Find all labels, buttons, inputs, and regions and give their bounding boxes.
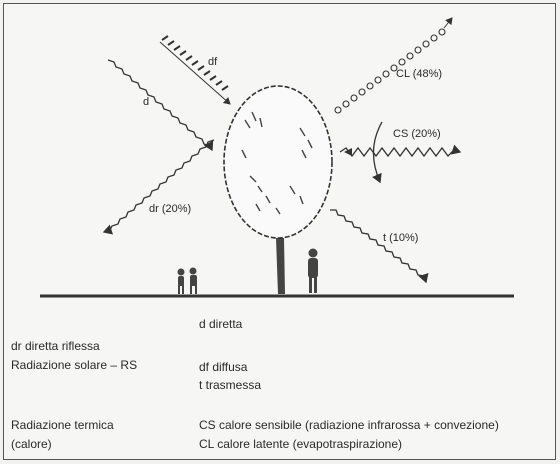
legend-t: t trasmessa bbox=[199, 378, 261, 392]
legend-rt-line2: (calore) bbox=[11, 437, 52, 451]
cs-label: CS (20%) bbox=[393, 128, 441, 140]
legend-cs: CS calore sensibile (radiazione infraros… bbox=[199, 418, 499, 432]
legend-df: df diffusa bbox=[199, 360, 247, 374]
dr-arrow bbox=[104, 140, 214, 232]
person-figure-left-2 bbox=[190, 268, 198, 295]
legend-d: d diretta bbox=[199, 317, 242, 331]
df-arrow bbox=[160, 36, 230, 104]
tree-trunk bbox=[276, 238, 285, 294]
dr-label: dr (20%) bbox=[149, 203, 191, 215]
radiation-diagram bbox=[0, 0, 560, 310]
d-arrow bbox=[108, 60, 212, 150]
d-label: d bbox=[143, 96, 149, 108]
cl-arrow bbox=[335, 18, 452, 113]
legend-dr: dr diretta riflessa bbox=[11, 339, 100, 353]
legend-rs: Radiazione solare – RS bbox=[11, 358, 137, 372]
df-label: df bbox=[208, 56, 217, 68]
tree-crown bbox=[224, 86, 332, 238]
person-figure-left-1 bbox=[178, 269, 185, 295]
legend-cl: CL calore latente (evapotraspirazione) bbox=[199, 437, 402, 451]
legend-rt-line1: Radiazione termica bbox=[11, 418, 114, 432]
person-figure-right bbox=[308, 249, 318, 294]
cl-label: CL (48%) bbox=[396, 68, 442, 80]
t-arrow bbox=[330, 210, 426, 282]
t-label: t (10%) bbox=[383, 232, 418, 244]
